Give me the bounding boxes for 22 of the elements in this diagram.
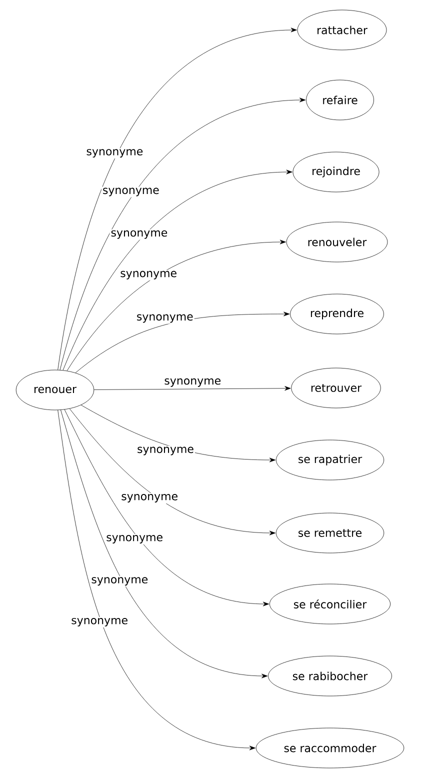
- edge-label: synonyme: [136, 446, 195, 456]
- arrow: [58, 28, 297, 370]
- edge-label: synonyme: [163, 377, 222, 388]
- arrow: [64, 409, 270, 606]
- edge-label: synonyme: [119, 270, 178, 280]
- arrow: [58, 410, 256, 750]
- arrow: [62, 170, 292, 370]
- arrow: [60, 410, 268, 678]
- arrow: [80, 404, 276, 462]
- edge-label: synonyme: [70, 616, 130, 628]
- edge-label: synonyme: [85, 148, 144, 159]
- edge-label: synonyme: [101, 186, 160, 198]
- arrow: [66, 240, 286, 371]
- arrow: [75, 312, 290, 373]
- edge-label: synonyme: [90, 576, 150, 587]
- edge-label: synonyme: [110, 229, 169, 240]
- arrow: [60, 98, 306, 370]
- edge-label: synonyme: [135, 313, 194, 324]
- arrow: [69, 408, 276, 536]
- arrow: [94, 386, 291, 391]
- edge-label: synonyme: [105, 534, 164, 544]
- edge-label: synonyme: [120, 493, 180, 504]
